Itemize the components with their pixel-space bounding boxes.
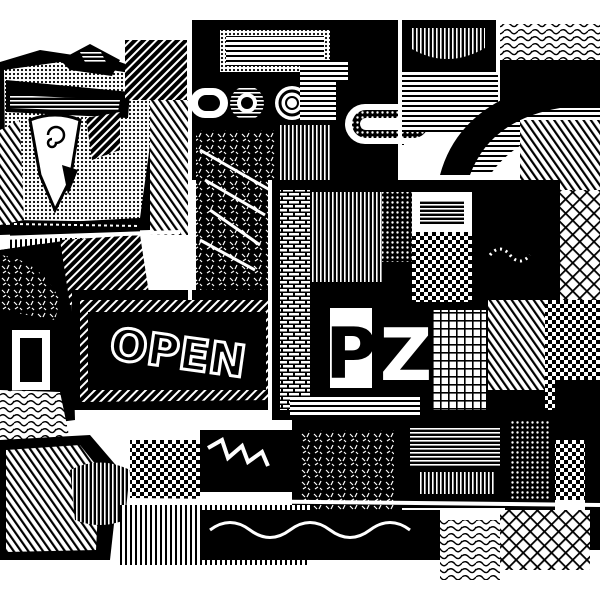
top-center-oval-panel	[190, 20, 400, 300]
epaulette-shape	[70, 462, 130, 525]
dotted-wave-decoration	[488, 247, 532, 263]
letter-z: Z	[380, 313, 432, 397]
portrait-panel	[0, 235, 150, 560]
letter-z-tile	[382, 306, 430, 396]
top-left-face-panel	[0, 44, 172, 236]
open-sign: OPEN	[72, 290, 277, 410]
letter-p-tile	[330, 308, 372, 388]
top-right-arch-panel	[400, 20, 600, 300]
letter-p: P	[325, 313, 376, 395]
panel-dividers	[0, 20, 600, 507]
top-diagonal-strip	[125, 40, 190, 235]
spiral-eye-icon	[46, 125, 66, 149]
center-letter-panel: P Z	[270, 180, 560, 420]
